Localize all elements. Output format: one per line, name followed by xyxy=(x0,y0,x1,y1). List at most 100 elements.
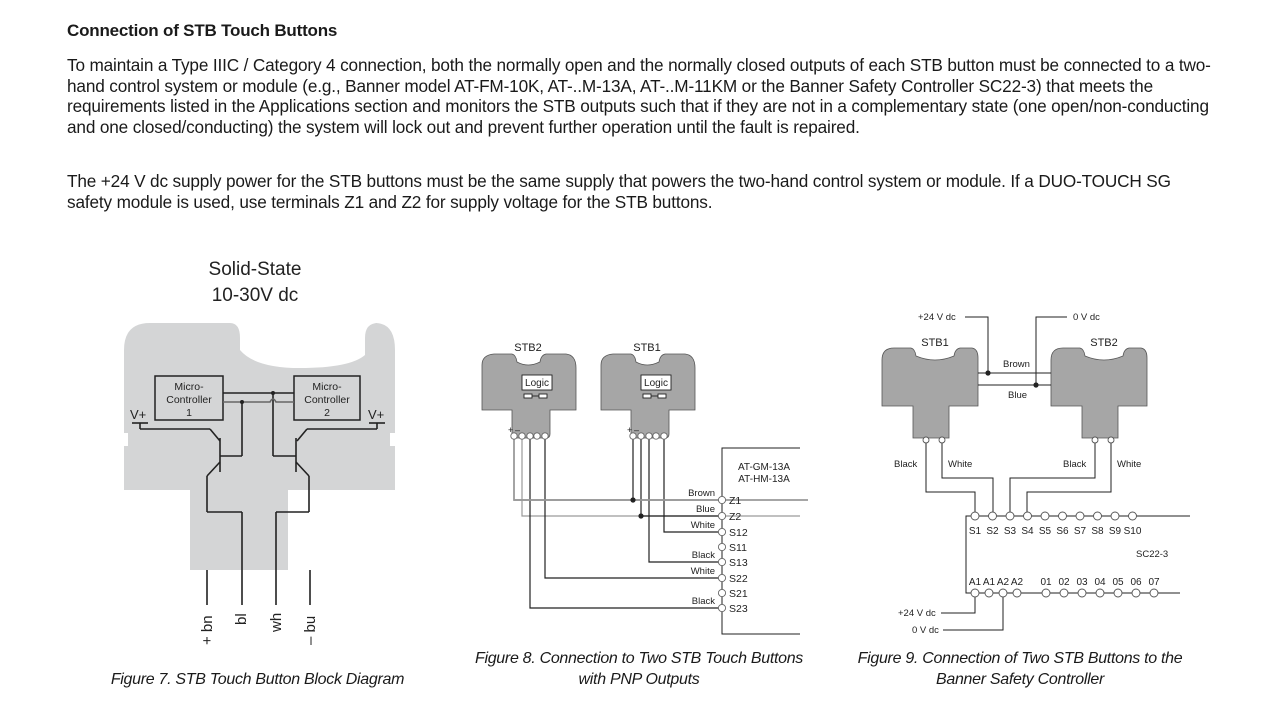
stb-connector-pin xyxy=(645,432,653,440)
sc22-input-terminal xyxy=(970,511,980,521)
stb2-silhouette xyxy=(1050,347,1148,439)
terminal-label: S9 xyxy=(1109,526,1122,537)
terminal-label: S11 xyxy=(729,542,747,554)
stb-body-silhouette xyxy=(124,323,395,570)
bottom-supply-plus: +24 V dc xyxy=(898,608,936,619)
module-terminal xyxy=(717,603,727,613)
sc22-input-terminal xyxy=(1040,511,1050,521)
blue-wire-label: Blue xyxy=(1008,390,1027,401)
vplus-left-label: V+ xyxy=(130,407,146,422)
wire-color-label: Blue xyxy=(696,504,715,515)
mc1-line2: Controller xyxy=(166,394,212,406)
module-terminal xyxy=(717,542,727,552)
stb1-logic-box xyxy=(640,374,672,391)
figure9-safety-controller: +24 V dc 0 V dc STB1 STB2 Brown Blue Bla… xyxy=(881,312,1190,636)
sc22-input-terminal xyxy=(1005,511,1015,521)
sc22-output-terminal xyxy=(1012,588,1022,598)
wire-label-bl: bl xyxy=(233,613,250,625)
stb2-white-label: White xyxy=(1117,459,1141,470)
module-box xyxy=(721,447,800,635)
terminal-label: S2 xyxy=(986,526,999,537)
stb2-black-label: Black xyxy=(1063,459,1086,470)
terminal-label: S13 xyxy=(729,557,748,569)
paragraph-category4: To maintain a Type IIIC / Category 4 con… xyxy=(67,55,1211,137)
module-model-1: AT-GM-13A xyxy=(738,462,790,473)
stb2-label: STB2 xyxy=(1090,337,1118,349)
terminal-label: S5 xyxy=(1039,526,1052,537)
stb1-minus: – xyxy=(634,425,639,435)
figure8-caption-line1: Figure 8. Connection to Two STB Touch Bu… xyxy=(474,650,804,667)
terminal-label: S4 xyxy=(1021,526,1034,537)
module-terminal xyxy=(717,511,727,521)
stb-connector-pin xyxy=(660,432,668,440)
wire-label-wh: wh xyxy=(268,613,285,633)
terminal-label: 04 xyxy=(1094,577,1106,588)
sc22-input-terminal xyxy=(1058,511,1067,521)
controller-model-label: SC22-3 xyxy=(1136,549,1168,560)
stb2-logic-box xyxy=(521,374,553,391)
junction-dot xyxy=(630,497,636,503)
sc22-input-terminal xyxy=(1110,511,1120,521)
stb2-minus: – xyxy=(515,425,520,435)
wire-label-bu: – bu xyxy=(302,616,319,645)
junction-dot xyxy=(985,370,991,376)
figure8-caption-line2: with PNP Outputs xyxy=(578,671,700,688)
terminal-label: A1 xyxy=(983,577,996,588)
terminal-label: S6 xyxy=(1056,526,1069,537)
module-terminal xyxy=(717,495,727,505)
figure7-caption: Figure 7. STB Touch Button Block Diagram xyxy=(110,671,405,688)
sc22-input-terminal xyxy=(1128,511,1137,521)
stb-connector-pin xyxy=(629,432,637,440)
figure9-caption-line1: Figure 9. Connection of Two STB Buttons … xyxy=(857,650,1183,667)
supply-zero-label: 0 V dc xyxy=(1073,312,1100,323)
terminal-label: A1 xyxy=(969,577,982,588)
stb1-plus: + xyxy=(627,425,632,435)
sc22-input-terminal xyxy=(1093,511,1102,521)
stb1-white-label: White xyxy=(948,459,972,470)
figure8-pnp-wiring: STB2 STB1 Logic Logic + – + – AT-GM-13A … xyxy=(481,342,808,635)
stb-connector-pin xyxy=(518,432,526,440)
mc2-line2: Controller xyxy=(304,394,350,406)
mc2-line1: Micro- xyxy=(312,381,342,393)
vplus-right-label: V+ xyxy=(368,407,384,422)
wire-color-label: Black xyxy=(692,596,715,607)
stb-connector-pin xyxy=(510,432,518,440)
stb-connector-pin xyxy=(637,432,645,440)
stb1-label: STB1 xyxy=(921,337,949,349)
supply-plus-label: +24 V dc xyxy=(918,312,956,323)
figure9-caption-line2: Banner Safety Controller xyxy=(935,671,1104,688)
fig7-title-line2: 10-30V dc xyxy=(212,285,299,306)
terminal-label: A2 xyxy=(1011,577,1024,588)
stb1-silhouette xyxy=(881,347,979,439)
stb2-plus: + xyxy=(508,425,513,435)
module-terminal xyxy=(717,557,727,567)
wire-color-label: Brown xyxy=(688,488,715,499)
mc2-line3: 2 xyxy=(324,407,330,419)
junction-dot xyxy=(1033,382,1039,388)
sc22-output-terminal xyxy=(1149,588,1159,598)
sc22-input-terminal xyxy=(1023,511,1032,521)
terminal-label: S21 xyxy=(729,588,748,600)
terminal-label: S3 xyxy=(1004,526,1017,537)
stb-connector-pin xyxy=(652,432,660,440)
stb1-label: STB1 xyxy=(633,342,661,354)
sc22-output-terminal xyxy=(1113,588,1123,598)
figure9-caption: Figure 9. Connection of Two STB Buttons … xyxy=(835,648,1205,690)
terminal-label: S12 xyxy=(729,527,748,539)
stb1-logic-label: Logic xyxy=(644,378,668,389)
terminal-label: S22 xyxy=(729,573,748,585)
mc1-line1: Micro- xyxy=(174,381,204,393)
sc22-output-terminal xyxy=(1077,588,1087,598)
sc22-output-terminal xyxy=(1059,588,1069,598)
stb-connector-pin xyxy=(526,432,534,440)
junction-dot xyxy=(638,513,644,519)
terminal-label: 02 xyxy=(1058,577,1070,588)
sc22-output-terminal xyxy=(998,588,1008,598)
module-terminal xyxy=(717,527,727,537)
brown-wire-label: Brown xyxy=(1003,359,1030,370)
mc1-line3: 1 xyxy=(186,407,192,419)
terminal-label: 05 xyxy=(1112,577,1124,588)
wire-color-label: White xyxy=(691,520,715,531)
terminal-label: S1 xyxy=(969,526,982,537)
terminal-label: 01 xyxy=(1040,577,1052,588)
